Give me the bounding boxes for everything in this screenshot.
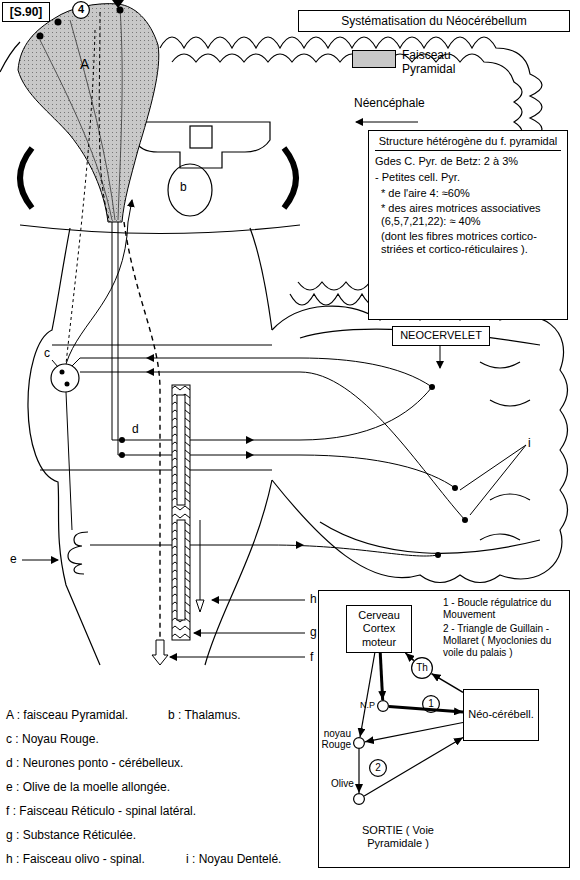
key-entry: f : Faisceau Réticulo - spinal latéral. bbox=[6, 804, 196, 818]
nucleus-circle: Olive bbox=[353, 793, 365, 805]
process-box: Néo-cérébell. bbox=[463, 689, 539, 741]
key-entry: b : Thalamus. bbox=[168, 708, 240, 722]
circle-outline bbox=[377, 700, 389, 712]
key-entry: d : Neurones ponto - cérébelleux. bbox=[6, 756, 183, 770]
legend-swatch bbox=[352, 50, 396, 68]
part-letter: A bbox=[80, 56, 89, 73]
circle-shape bbox=[73, 2, 90, 19]
process-box: Cerveau Cortex moteur bbox=[346, 605, 412, 653]
circle-shape bbox=[423, 696, 440, 713]
brainstem-outline bbox=[28, 228, 272, 665]
node-text: 2 bbox=[375, 762, 381, 774]
part-letter: d bbox=[132, 422, 139, 436]
pyramidal-tract bbox=[18, 0, 159, 222]
part-letter: e bbox=[10, 552, 17, 566]
circle-shape bbox=[412, 658, 433, 679]
note-box: Structure hétérogène du f. pyramidalGdes… bbox=[368, 130, 568, 320]
node-text: 1 - Boucle régulatrice du Mouvement bbox=[443, 597, 567, 621]
node-text: noyau Rouge bbox=[317, 728, 351, 750]
circle-outline bbox=[353, 793, 365, 805]
region-box: NEOCERVELET bbox=[392, 326, 490, 346]
connector-arrow bbox=[365, 722, 463, 741]
callout-number: 4 bbox=[72, 1, 90, 19]
nuclei-marks bbox=[60, 354, 469, 558]
node-text: NEOCERVELET bbox=[400, 329, 482, 342]
node-text: 1 bbox=[428, 698, 434, 710]
connector-arrow bbox=[360, 653, 375, 737]
connector-arrow bbox=[431, 674, 463, 693]
connector-arrow bbox=[358, 749, 359, 793]
nucleus-circle: N.P bbox=[377, 700, 389, 712]
nucleus-circle: noyau Rouge bbox=[353, 737, 365, 749]
node-text: Olive bbox=[331, 778, 354, 790]
reference-box: [S.90] bbox=[2, 2, 50, 22]
connector-arrow bbox=[405, 653, 413, 661]
circle-shape bbox=[354, 738, 365, 749]
circle-shape bbox=[378, 701, 389, 712]
section-brackets bbox=[20, 148, 296, 208]
circle-shape bbox=[354, 794, 365, 805]
reticular-column bbox=[152, 385, 204, 665]
node-text: N.P bbox=[351, 700, 375, 711]
connector-arrow bbox=[364, 737, 463, 795]
diagram-title: Systématisation du Néocérébellum bbox=[298, 10, 570, 32]
part-letter: b bbox=[180, 180, 187, 194]
key-entry: h : Faisceau olivo - spinal. bbox=[6, 852, 145, 866]
circle-outline bbox=[353, 737, 365, 749]
node-text: * de l'aire 4: ≈60% bbox=[375, 187, 561, 200]
key-entry: A : faisceau Pyramidal. bbox=[6, 708, 128, 722]
node-text: Cerveau Cortex moteur bbox=[347, 609, 411, 649]
key-entry: c : Noyau Rouge. bbox=[6, 732, 99, 746]
callout-number: 2 bbox=[369, 759, 387, 777]
connector-arrow bbox=[380, 653, 382, 700]
part-letter: i bbox=[528, 436, 531, 450]
part-letter: f bbox=[310, 650, 313, 664]
key-entry: e : Olive de la moelle allongée. bbox=[6, 780, 170, 794]
connector-arrow bbox=[389, 706, 463, 712]
node-text: 2 - Triangle de Guillain - Mollaret ( My… bbox=[443, 623, 567, 659]
node-text: 4 bbox=[78, 3, 84, 16]
key-entry: i : Noyau Dentelé. bbox=[186, 852, 281, 866]
node-text: - Petites cell. Pyr. bbox=[375, 171, 561, 184]
part-letter: g bbox=[310, 625, 317, 639]
legend-text: Faisceau Pyramidal bbox=[402, 48, 466, 77]
cerebellum-outline bbox=[272, 306, 568, 582]
circle-shape bbox=[370, 760, 387, 777]
node-text: * des aires motrices associatives (6,5,7… bbox=[375, 202, 561, 228]
key-entry: g : Substance Réticulée. bbox=[6, 828, 136, 842]
part-letter: c bbox=[44, 346, 50, 360]
node-text: Gdes C. Pyr. de Betz: 2 à 3% bbox=[375, 155, 561, 168]
part-letter: h bbox=[310, 592, 317, 606]
region-name: Néencéphale bbox=[354, 96, 425, 110]
node-text: Structure hétérogène du f. pyramidal bbox=[375, 135, 561, 151]
node-text: (dont les fibres motrices cortico-striée… bbox=[375, 230, 561, 256]
callout-number: 1 bbox=[422, 695, 440, 713]
nucleus-circle: Th bbox=[411, 657, 433, 679]
node-text: [S.90] bbox=[10, 5, 43, 19]
output-label: SORTIE ( Voie Pyramidale ) bbox=[340, 824, 456, 850]
node-text: Néo-cérébell. bbox=[468, 708, 533, 721]
node-text: Th bbox=[416, 662, 428, 674]
